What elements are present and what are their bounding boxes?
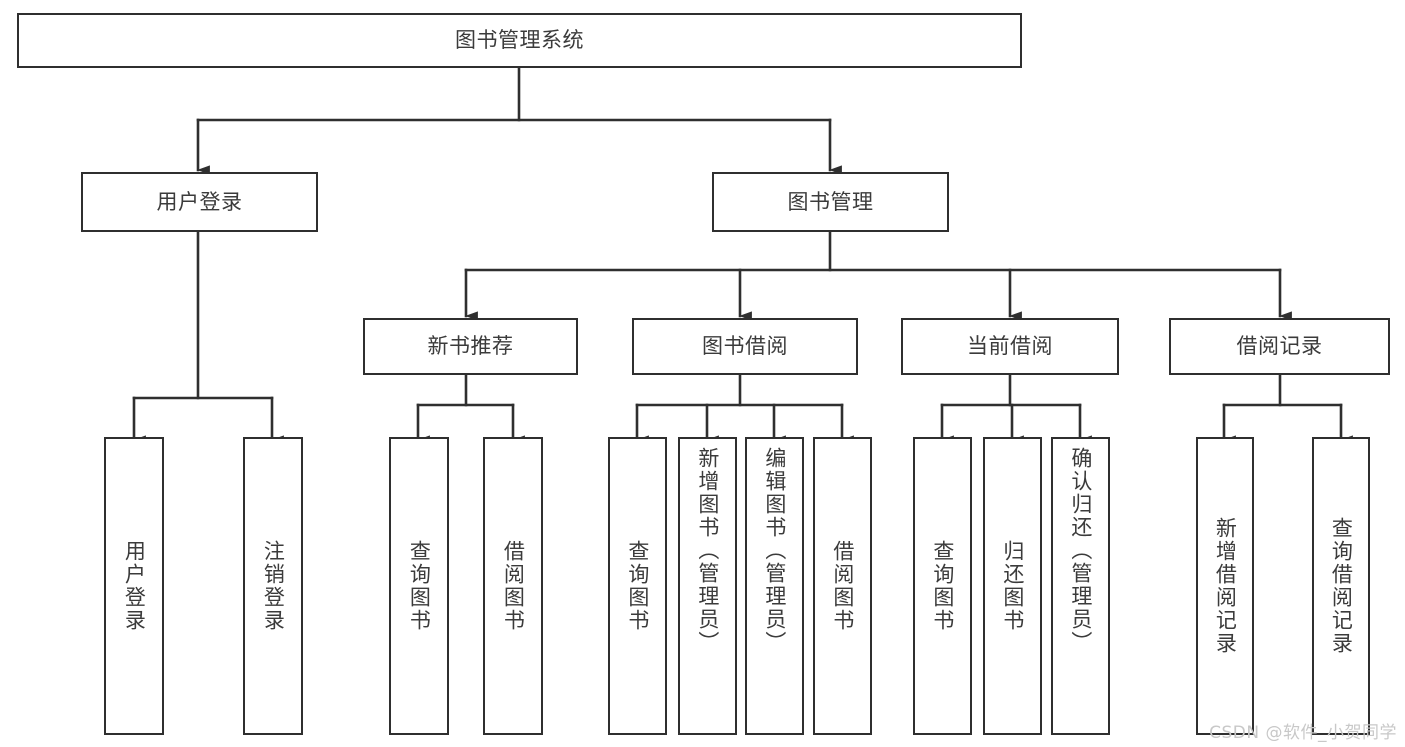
node-book-borrow[interactable]: 图书借阅 [632, 318, 858, 375]
leaf-current-borrow-query-book[interactable]: 查询图书 [913, 437, 972, 735]
current-borrow-to-leaves-connectors [940, 373, 1092, 445]
leaf-current-borrow-confirm-return-admin[interactable]: 确认归还（管理员） [1051, 437, 1110, 735]
user-login-to-leaves-connectors [132, 230, 284, 445]
node-label: 注销登录 [261, 540, 286, 632]
node-label: 图书借阅 [702, 334, 788, 359]
leaf-user-login-logout[interactable]: 注销登录 [243, 437, 303, 735]
node-label: 确认归还（管理员） [1068, 447, 1093, 654]
node-label: 借阅图书 [501, 540, 526, 632]
book-borrow-to-leaves-connectors [635, 373, 854, 445]
book-manage-to-level3-connectors [464, 230, 1292, 321]
leaf-book-borrow-query-book[interactable]: 查询图书 [608, 437, 667, 735]
node-label: 新增借阅记录 [1213, 517, 1238, 655]
leaf-new-book-borrow-book[interactable]: 借阅图书 [483, 437, 543, 735]
node-label: 查询借阅记录 [1329, 517, 1354, 655]
node-new-book-recommend[interactable]: 新书推荐 [363, 318, 578, 375]
csdn-watermark: CSDN @软件_小贺同学 [1209, 723, 1397, 743]
new-book-to-leaves-connectors [416, 373, 525, 445]
node-book-management[interactable]: 图书管理 [712, 172, 949, 232]
node-label: 查询图书 [625, 540, 650, 632]
leaf-current-borrow-return-book[interactable]: 归还图书 [983, 437, 1042, 735]
root-to-level2-connectors [196, 66, 842, 175]
node-label: 用户登录 [122, 540, 147, 632]
node-label: 新增图书（管理员） [695, 447, 720, 654]
leaf-book-borrow-borrow-book[interactable]: 借阅图书 [813, 437, 872, 735]
leaf-book-borrow-edit-book-admin[interactable]: 编辑图书（管理员） [745, 437, 804, 735]
leaf-user-login-login[interactable]: 用户登录 [104, 437, 164, 735]
node-label: 查询图书 [930, 540, 955, 632]
leaf-borrow-record-query-record[interactable]: 查询借阅记录 [1312, 437, 1370, 735]
node-root-book-management-system[interactable]: 图书管理系统 [17, 13, 1022, 68]
node-label: 借阅记录 [1236, 334, 1323, 359]
node-label: 借阅图书 [830, 540, 855, 632]
leaf-borrow-record-add-record[interactable]: 新增借阅记录 [1196, 437, 1254, 735]
node-label: 新书推荐 [427, 334, 514, 359]
node-label: 用户登录 [156, 189, 243, 214]
node-label: 图书管理 [787, 189, 874, 214]
borrow-record-to-leaves-connectors [1222, 373, 1353, 445]
node-user-login[interactable]: 用户登录 [81, 172, 318, 232]
node-label: 图书管理系统 [455, 28, 584, 53]
leaf-new-book-query-book[interactable]: 查询图书 [389, 437, 449, 735]
leaf-book-borrow-add-book-admin[interactable]: 新增图书（管理员） [678, 437, 737, 735]
node-label: 查询图书 [407, 540, 432, 632]
node-label: 当前借阅 [967, 334, 1053, 359]
node-borrow-record[interactable]: 借阅记录 [1169, 318, 1390, 375]
node-label: 归还图书 [1000, 540, 1025, 632]
node-label: 编辑图书（管理员） [762, 447, 787, 654]
node-current-borrow[interactable]: 当前借阅 [901, 318, 1119, 375]
